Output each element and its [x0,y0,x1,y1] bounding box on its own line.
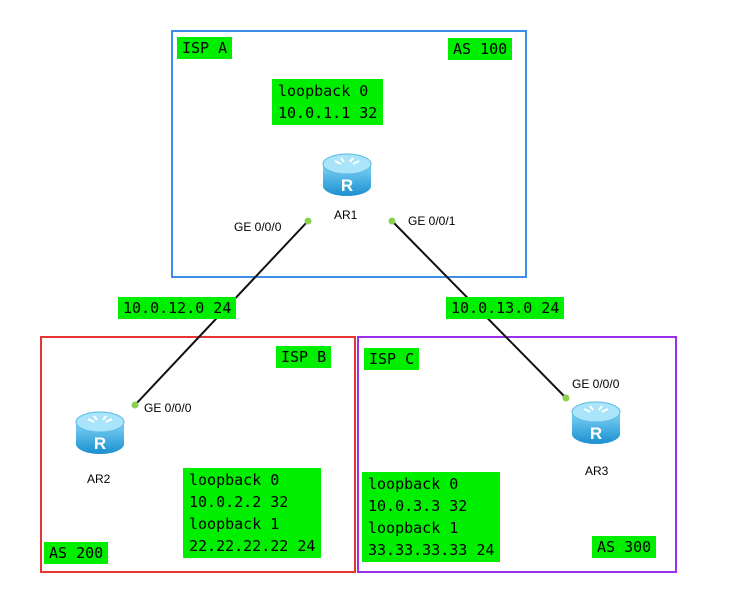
router-icon[interactable]: R [72,410,128,458]
isp-a-as: AS 100 [448,38,513,60]
isp-c-loopbacks: loopback 0 10.0.3.3 32 loopback 1 33.33.… [362,472,501,562]
port-dot-ar1-ge000 [304,217,312,225]
loopback-line: loopback 0 [368,475,459,493]
router-icon[interactable]: R [568,400,624,448]
port-dot-ar3-ge000 [562,394,570,402]
router-icon[interactable]: R [319,152,375,200]
isp-b-name: ISP B [276,346,332,368]
port-label-ar1-ge001: GE 0/0/1 [408,214,456,228]
loopback-line: 10.0.3.3 32 [368,497,468,515]
isp-c-as: AS 300 [592,536,657,558]
router-name-ar1: AR1 [334,208,358,222]
loopback-line: loopback 0 [278,82,369,100]
loopback-line: 10.0.2.2 32 [189,493,289,511]
subnet-ar1-ar2: 10.0.12.0 24 [118,297,237,319]
port-dot-ar1-ge001 [388,217,396,225]
isp-a-name: ISP A [177,37,233,59]
isp-c-name: ISP C [364,348,420,370]
loopback-line: loopback 1 [368,519,459,537]
isp-b-as: AS 200 [44,542,109,564]
svg-text:R: R [590,424,602,443]
subnet-ar1-ar3: 10.0.13.0 24 [446,297,565,319]
port-label-ar3-ge000: GE 0/0/0 [572,377,620,391]
loopback-line: 33.33.33.33 24 [368,541,495,559]
port-dot-ar2-ge000 [131,401,139,409]
isp-c-box [357,336,677,573]
loopback-line: loopback 1 [189,515,280,533]
loopback-line: 22.22.22.22 24 [189,537,316,555]
svg-text:R: R [341,176,353,195]
port-label-ar2-ge000: GE 0/0/0 [144,401,192,415]
loopback-line: loopback 0 [189,471,280,489]
port-label-ar1-ge000: GE 0/0/0 [234,220,282,234]
isp-a-loopbacks: loopback 0 10.0.1.1 32 [272,79,384,125]
isp-b-loopbacks: loopback 0 10.0.2.2 32 loopback 1 22.22.… [183,468,322,558]
loopback-line: 10.0.1.1 32 [278,104,378,122]
router-name-ar2: AR2 [87,472,111,486]
isp-a-box [171,30,527,278]
router-name-ar3: AR3 [585,464,609,478]
svg-text:R: R [94,434,106,453]
